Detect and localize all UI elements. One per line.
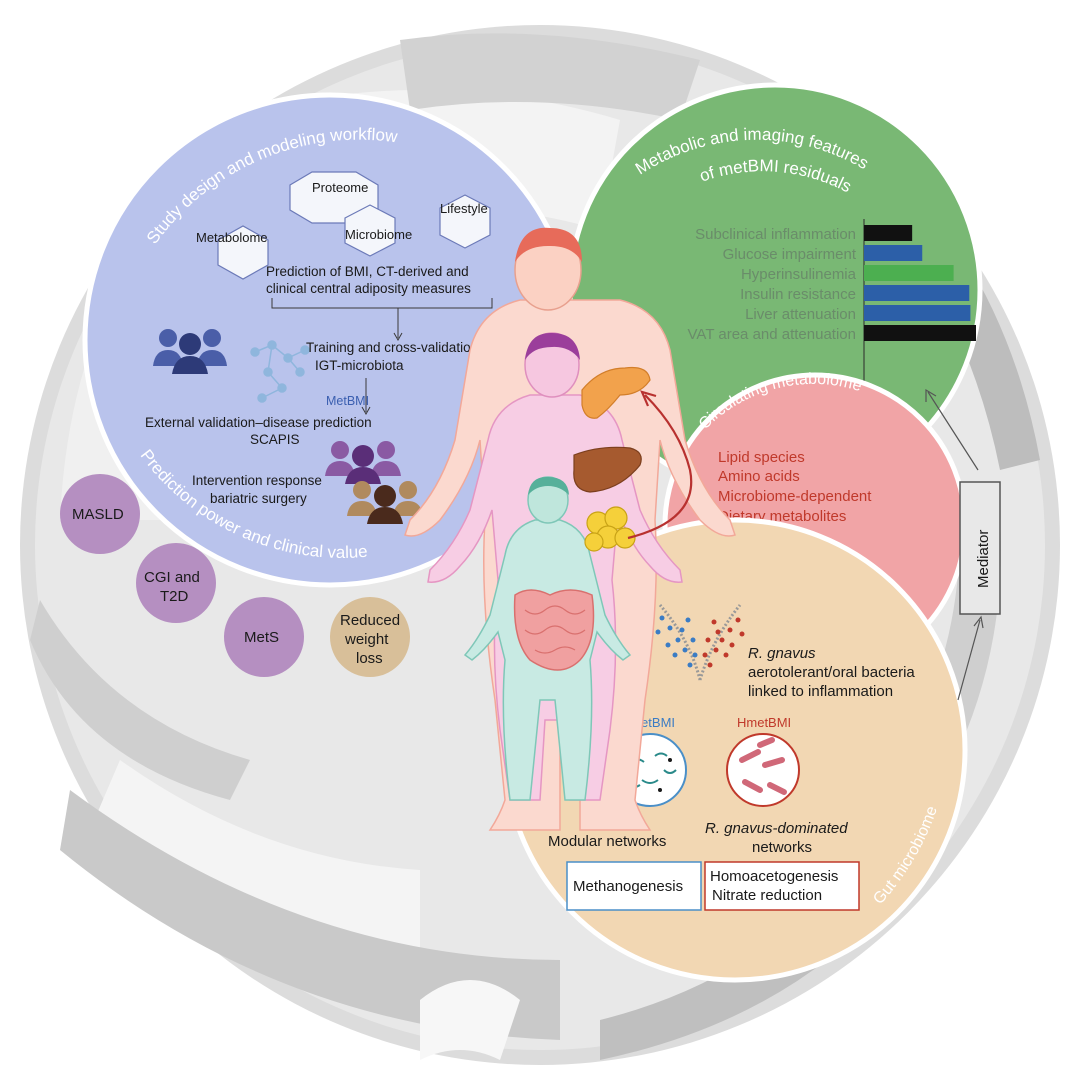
hex-microbiome bbox=[344, 204, 396, 257]
people-icon-brown bbox=[347, 481, 423, 524]
species-name: R. gnavus bbox=[748, 645, 816, 662]
liver-illustration bbox=[573, 446, 642, 493]
rgnavus-dominated-line1: R. gnavus-dominated bbox=[705, 820, 848, 837]
mediator-label: Mediator bbox=[975, 530, 992, 588]
intervention-line2: bariatric surgery bbox=[210, 491, 307, 506]
hex-metabolome bbox=[217, 225, 269, 280]
homoacetogenesis-label: Homoacetogenesis bbox=[710, 868, 838, 885]
cgi-node bbox=[136, 543, 216, 623]
bar-label: Hyperinsulinemia bbox=[741, 266, 857, 283]
bar-label: Liver attenuation bbox=[745, 306, 856, 323]
bar-label: Insulin resistance bbox=[740, 286, 856, 303]
molecule-icon bbox=[250, 340, 310, 403]
modular-networks: Modular networks bbox=[548, 833, 666, 850]
mets-node bbox=[224, 597, 304, 677]
nitrate-label: Nitrate reduction bbox=[712, 887, 822, 904]
cgi-label-line2: T2D bbox=[160, 588, 189, 605]
bar bbox=[864, 305, 971, 321]
reduced-weight-loss-node bbox=[330, 597, 410, 677]
bar bbox=[864, 265, 954, 281]
reduced-line3: loss bbox=[356, 650, 383, 667]
training-line2: IGT-microbiota bbox=[315, 358, 404, 373]
adipose-illustration bbox=[584, 506, 636, 552]
bar-label: VAT area and attenuation bbox=[688, 326, 856, 343]
masld-node bbox=[60, 474, 140, 554]
species-line2: aerotolerant/oral bacteria bbox=[748, 664, 915, 681]
reduced-line2: weight bbox=[344, 631, 389, 648]
rgnavus-dominated-line2: networks bbox=[752, 839, 812, 856]
mediator-box bbox=[959, 481, 1001, 615]
people-icon-blue bbox=[153, 329, 227, 374]
cgi-label-line1: CGI and bbox=[144, 569, 200, 586]
pancreas-illustration bbox=[581, 366, 651, 419]
mets-label: MetS bbox=[244, 629, 279, 646]
hex-proteome-label: Proteome bbox=[312, 180, 368, 195]
bar-label: Subclinical inflammation bbox=[695, 226, 856, 243]
intestine-illustration bbox=[513, 589, 595, 671]
external-line2: SCAPIS bbox=[250, 432, 300, 447]
human-figures-illustration bbox=[404, 227, 736, 831]
bar bbox=[864, 245, 923, 261]
arrow-to-mediator bbox=[957, 619, 981, 701]
species-line3: linked to inflammation bbox=[748, 683, 893, 700]
bar bbox=[864, 325, 976, 341]
arrow-adipose-to-pancreas bbox=[627, 394, 693, 540]
external-line1: External validation–disease prediction bbox=[145, 415, 372, 430]
methanogenesis-label: Methanogenesis bbox=[573, 878, 683, 895]
hex-microbiome-label: Microbiome bbox=[345, 227, 412, 242]
hmetbmi-label: HmetBMI bbox=[737, 715, 791, 730]
circ-item-microbiome: Microbiome-dependent bbox=[718, 488, 872, 505]
clinical-nodes: MASLD CGI and T2D MetS Reduced weight lo… bbox=[60, 474, 410, 677]
hex-lifestyle bbox=[439, 194, 491, 249]
intervention-line1: Intervention response bbox=[192, 473, 322, 488]
masld-label: MASLD bbox=[72, 506, 124, 523]
hex-lifestyle-label: Lifestyle bbox=[440, 201, 488, 216]
people-icon-purple bbox=[325, 441, 401, 484]
prediction-line1: Prediction of BMI, CT-derived and bbox=[266, 264, 469, 279]
homoacetogenesis-box bbox=[704, 861, 860, 911]
hex-metabolome-label: Metabolome bbox=[196, 230, 268, 245]
prediction-line2: clinical central adiposity measures bbox=[266, 281, 471, 296]
methanogenesis-box bbox=[566, 861, 702, 911]
reduced-line1: Reduced bbox=[340, 612, 400, 629]
bracket-line bbox=[271, 298, 493, 338]
mediator-group: Mediator bbox=[925, 388, 1001, 701]
volcano-plot bbox=[655, 604, 745, 681]
bar bbox=[864, 285, 970, 301]
hmetbmi-network-circle bbox=[726, 733, 800, 807]
bar bbox=[864, 225, 913, 241]
metbmi-label: MetBMI bbox=[326, 394, 369, 408]
arrow-mediator-to-metabolic bbox=[927, 391, 979, 471]
circ-item-amino: Amino acids bbox=[718, 468, 800, 485]
bar-label: Glucose impairment bbox=[723, 246, 857, 263]
circ-item-lipid: Lipid species bbox=[718, 449, 805, 466]
training-line1: Training and cross-validation bbox=[306, 340, 478, 355]
